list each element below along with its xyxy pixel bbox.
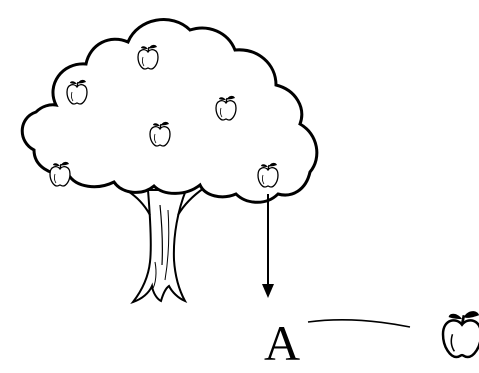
- label-a: A: [264, 315, 301, 371]
- label-connector-line: [307, 318, 411, 328]
- apple-icon: [441, 309, 479, 359]
- apple-tree-icon: [20, 18, 319, 304]
- down-arrow-icon: [262, 194, 274, 298]
